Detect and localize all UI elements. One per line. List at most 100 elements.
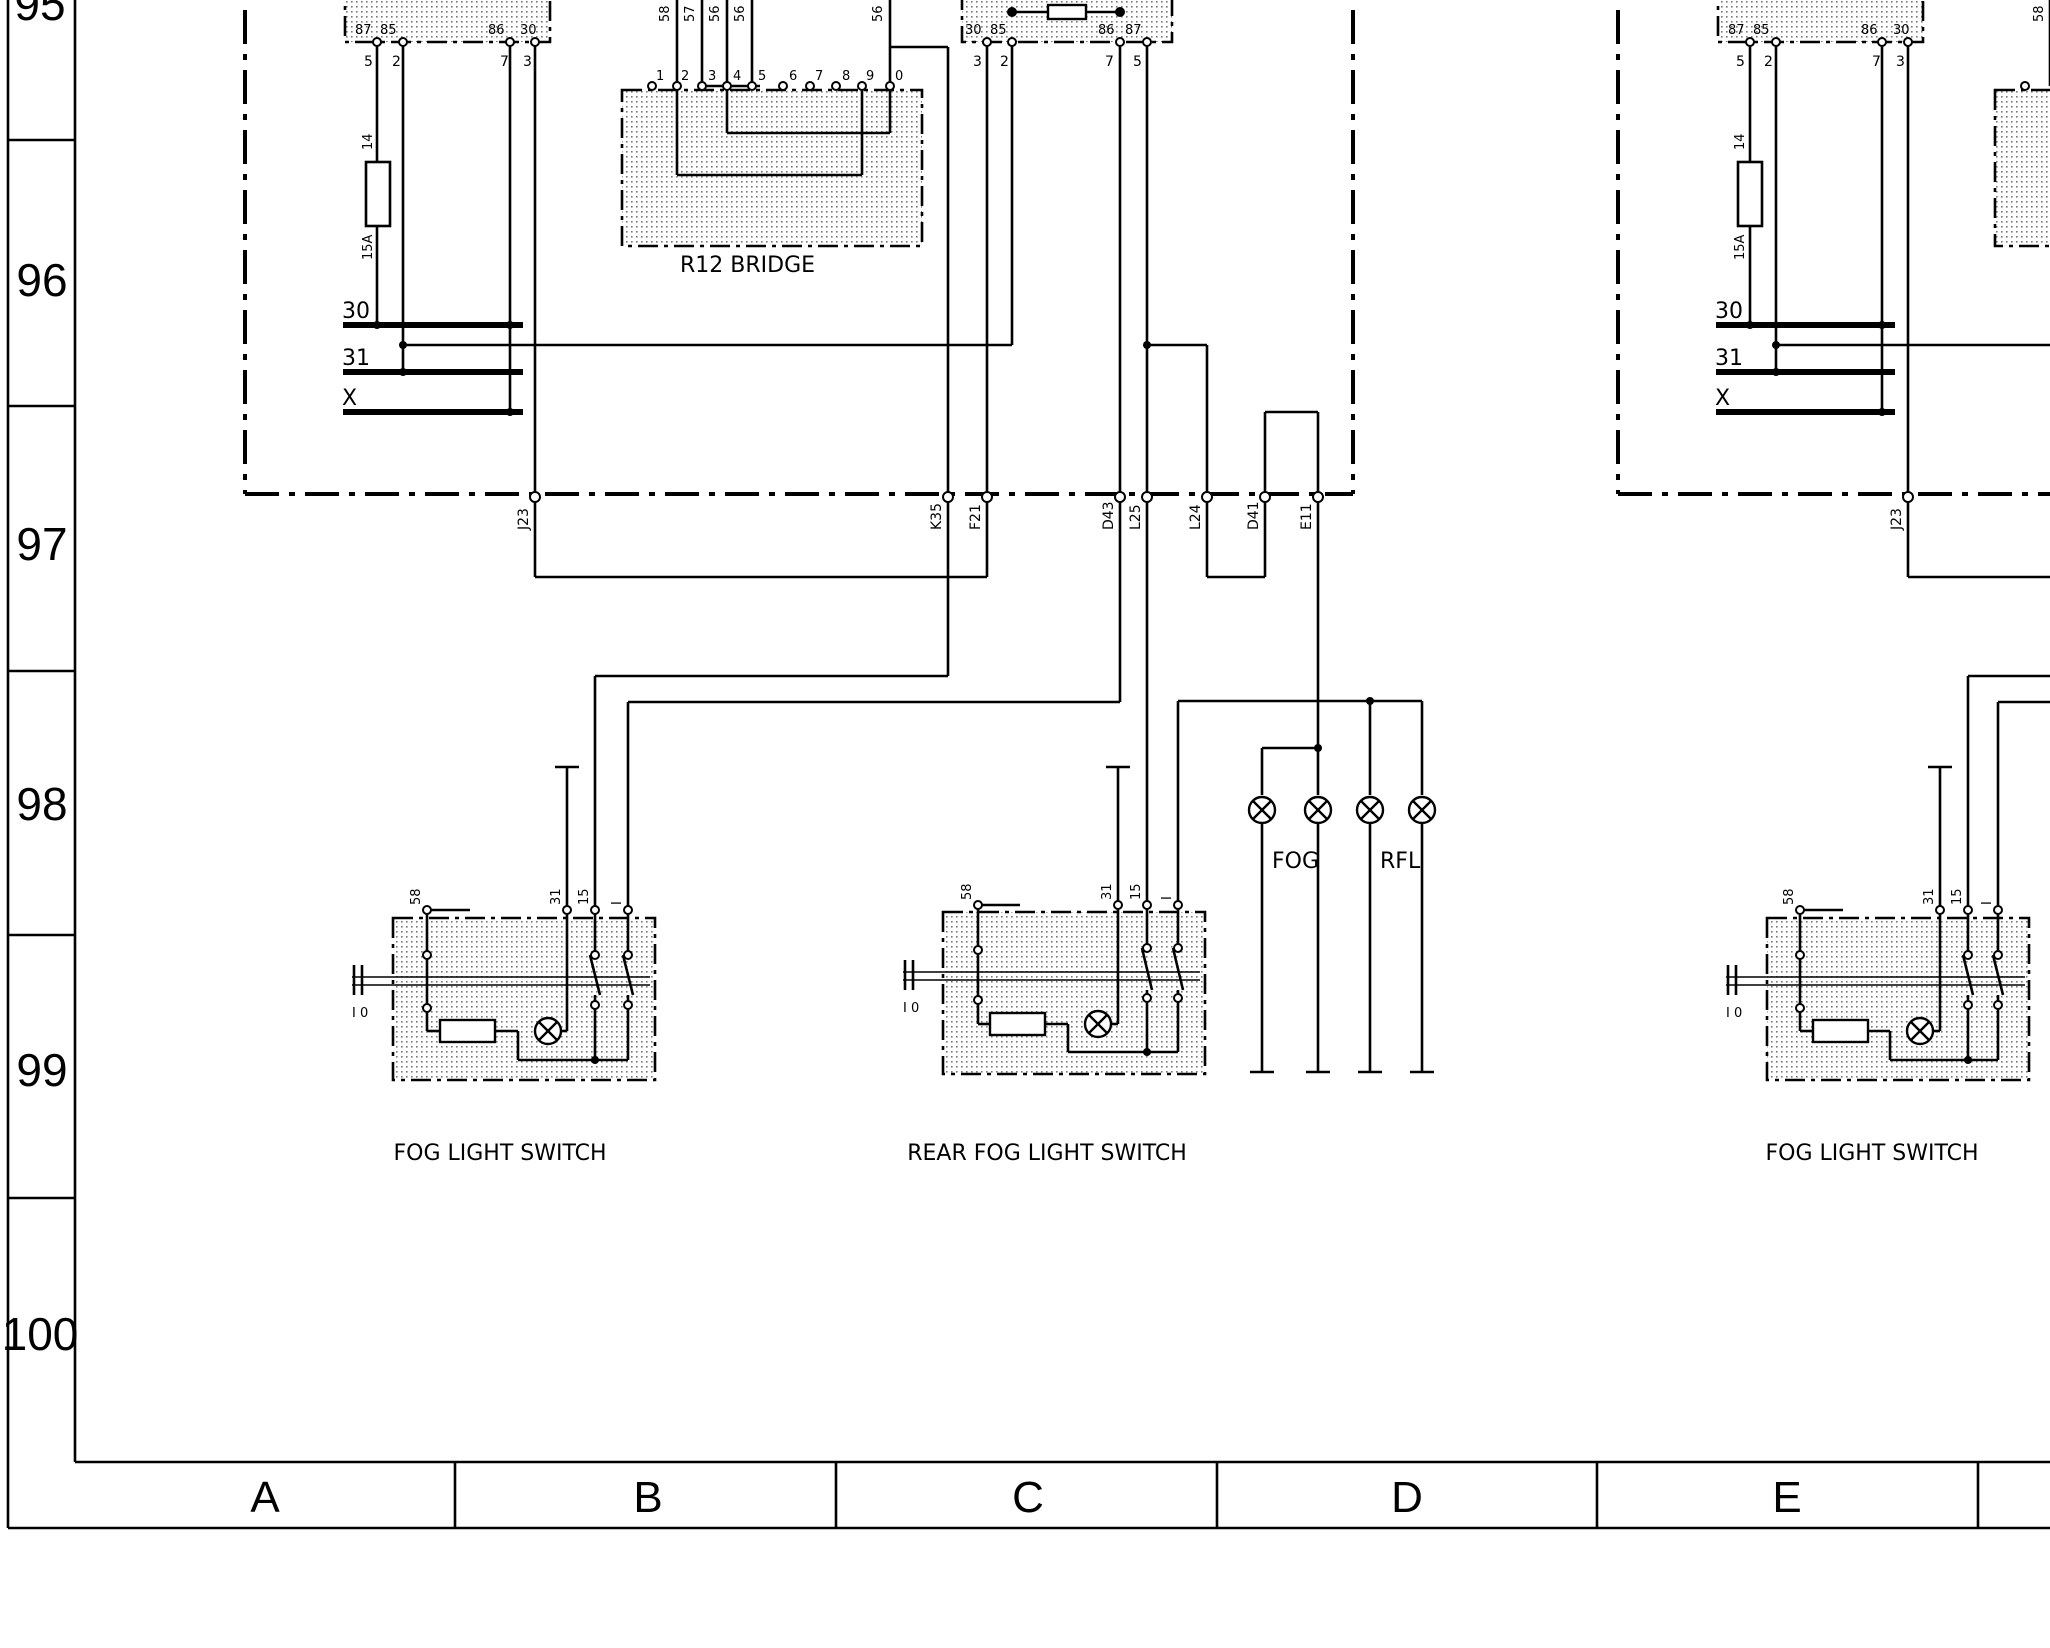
svg-text:L25: L25	[1128, 504, 1144, 530]
svg-text:30: 30	[965, 23, 982, 38]
svg-text:I: I	[610, 901, 625, 905]
page-frame	[6, 0, 2050, 1530]
svg-text:2: 2	[1000, 54, 1009, 70]
rear-fog-light-switch-label: REAR FOG LIGHT SWITCH	[907, 1141, 1187, 1166]
fuse-14-right: 14 15A	[1733, 133, 1764, 260]
lamp-icon	[1355, 795, 1385, 825]
central-unit-boundary	[243, 10, 2050, 496]
svg-text:J23: J23	[516, 508, 532, 531]
svg-text:56: 56	[708, 5, 723, 22]
fuse-14: 14 15A	[361, 133, 392, 260]
svg-text:14: 14	[361, 133, 376, 150]
row-label-99: 99	[16, 1044, 67, 1096]
svg-text:30: 30	[520, 23, 537, 38]
svg-text:5: 5	[364, 54, 373, 70]
svg-text:57: 57	[683, 5, 698, 22]
fog-light-switch-right-label: FOG LIGHT SWITCH	[1765, 1141, 1978, 1166]
rear-fog-lamps: RFL	[1176, 697, 1437, 1074]
svg-text:86: 86	[1861, 23, 1878, 38]
column-label-d: D	[1391, 1473, 1423, 1522]
svg-text:7: 7	[500, 54, 509, 70]
svg-text:E11: E11	[1299, 503, 1315, 530]
fog-light-switch-right: I 0 58 31 15 I FOG LIGHT SWITCH	[1726, 765, 2031, 1166]
relay-left: 87 85 86 30 5 2 7 3	[343, 0, 552, 70]
bus-label-31: 31	[342, 346, 370, 371]
row-label-98: 98	[16, 778, 67, 830]
svg-text:I: I	[1160, 896, 1175, 900]
svg-text:58: 58	[409, 888, 424, 905]
bus-label-30: 30	[342, 299, 370, 324]
bus-bars: 30 31 X	[342, 299, 1012, 415]
row-label-95: 95	[14, 0, 65, 30]
svg-text:D41: D41	[1246, 501, 1262, 530]
svg-text:8: 8	[842, 69, 850, 84]
svg-text:6: 6	[789, 69, 797, 84]
svg-text:85: 85	[1753, 23, 1770, 38]
svg-text:2: 2	[681, 69, 689, 84]
svg-text:58: 58	[960, 883, 975, 900]
bridge-label: R12 BRIDGE	[680, 253, 815, 278]
svg-text:J23: J23	[1889, 508, 1905, 531]
row-label-96: 96	[16, 254, 67, 306]
fog-lamps: FOG	[1247, 744, 1333, 1074]
bridge-right-partial: 58	[1993, 0, 2050, 248]
svg-text:I: I	[1980, 901, 1995, 905]
svg-text:K35: K35	[929, 503, 945, 530]
svg-text:L24: L24	[1188, 504, 1204, 530]
svg-text:87: 87	[1728, 23, 1745, 38]
svg-text:1: 1	[656, 69, 664, 84]
svg-text:3: 3	[708, 69, 716, 84]
indicator-lamp-icon	[1083, 1009, 1113, 1039]
svg-text:85: 85	[990, 23, 1007, 38]
svg-text:4: 4	[733, 69, 741, 84]
svg-text:I 0: I 0	[903, 1001, 919, 1016]
svg-text:58: 58	[1782, 888, 1797, 905]
svg-text:7: 7	[1105, 54, 1114, 70]
svg-text:86: 86	[488, 23, 505, 38]
column-label-b: B	[633, 1473, 662, 1522]
relay-right: 87 85 86 30 5 2 7 3	[1716, 0, 1925, 70]
svg-text:14: 14	[1733, 133, 1748, 150]
svg-text:3: 3	[523, 54, 532, 70]
svg-text:31: 31	[549, 888, 564, 905]
column-label-e: E	[1772, 1473, 1801, 1522]
lamp-icon	[1247, 795, 1277, 825]
svg-text:56: 56	[871, 5, 886, 22]
lamp-icon	[1303, 795, 1333, 825]
svg-text:15A: 15A	[361, 234, 376, 260]
svg-text:3: 3	[1896, 54, 1905, 70]
row-label-100: 100	[2, 1308, 79, 1360]
indicator-lamp-icon	[533, 1016, 563, 1046]
bus-label-x: X	[342, 386, 357, 411]
svg-text:7: 7	[815, 69, 823, 84]
rfl-lamp-label: RFL	[1380, 849, 1421, 874]
column-label-c: C	[1012, 1473, 1044, 1522]
svg-text:15: 15	[1950, 888, 1965, 905]
svg-text:58: 58	[658, 5, 673, 22]
fog-light-switch-label: FOG LIGHT SWITCH	[393, 1141, 606, 1166]
svg-text:0: 0	[895, 69, 903, 84]
svg-text:9: 9	[866, 69, 874, 84]
bus-bars-right: 30 31 X	[1715, 299, 2050, 415]
fog-lamp-label: FOG	[1272, 849, 1319, 874]
rear-fog-light-switch: I 0 58 31 15 I REAR FOG LIGHT SWITCH	[903, 765, 1207, 1166]
svg-text:I 0: I 0	[352, 1006, 368, 1021]
relay-middle: 30 85 86 87 3 2 7 5	[960, 0, 1174, 70]
svg-text:D43: D43	[1101, 501, 1117, 530]
svg-text:30: 30	[1715, 299, 1743, 324]
svg-text:I 0: I 0	[1726, 1006, 1742, 1021]
svg-text:87: 87	[355, 23, 372, 38]
svg-text:X: X	[1715, 386, 1730, 411]
svg-text:58: 58	[2032, 5, 2047, 22]
bridge-r12: 58 57 56 56 56 1 2 3 4 5 6 7 8 9 0	[620, 0, 924, 278]
column-label-a: A	[250, 1473, 280, 1522]
svg-text:7: 7	[1872, 54, 1881, 70]
svg-text:2: 2	[392, 54, 401, 70]
svg-text:85: 85	[380, 23, 397, 38]
svg-text:15A: 15A	[1733, 234, 1748, 260]
svg-text:2: 2	[1764, 54, 1773, 70]
lamp-icon	[1407, 795, 1437, 825]
svg-text:F21: F21	[968, 504, 984, 530]
svg-text:5: 5	[1133, 54, 1142, 70]
